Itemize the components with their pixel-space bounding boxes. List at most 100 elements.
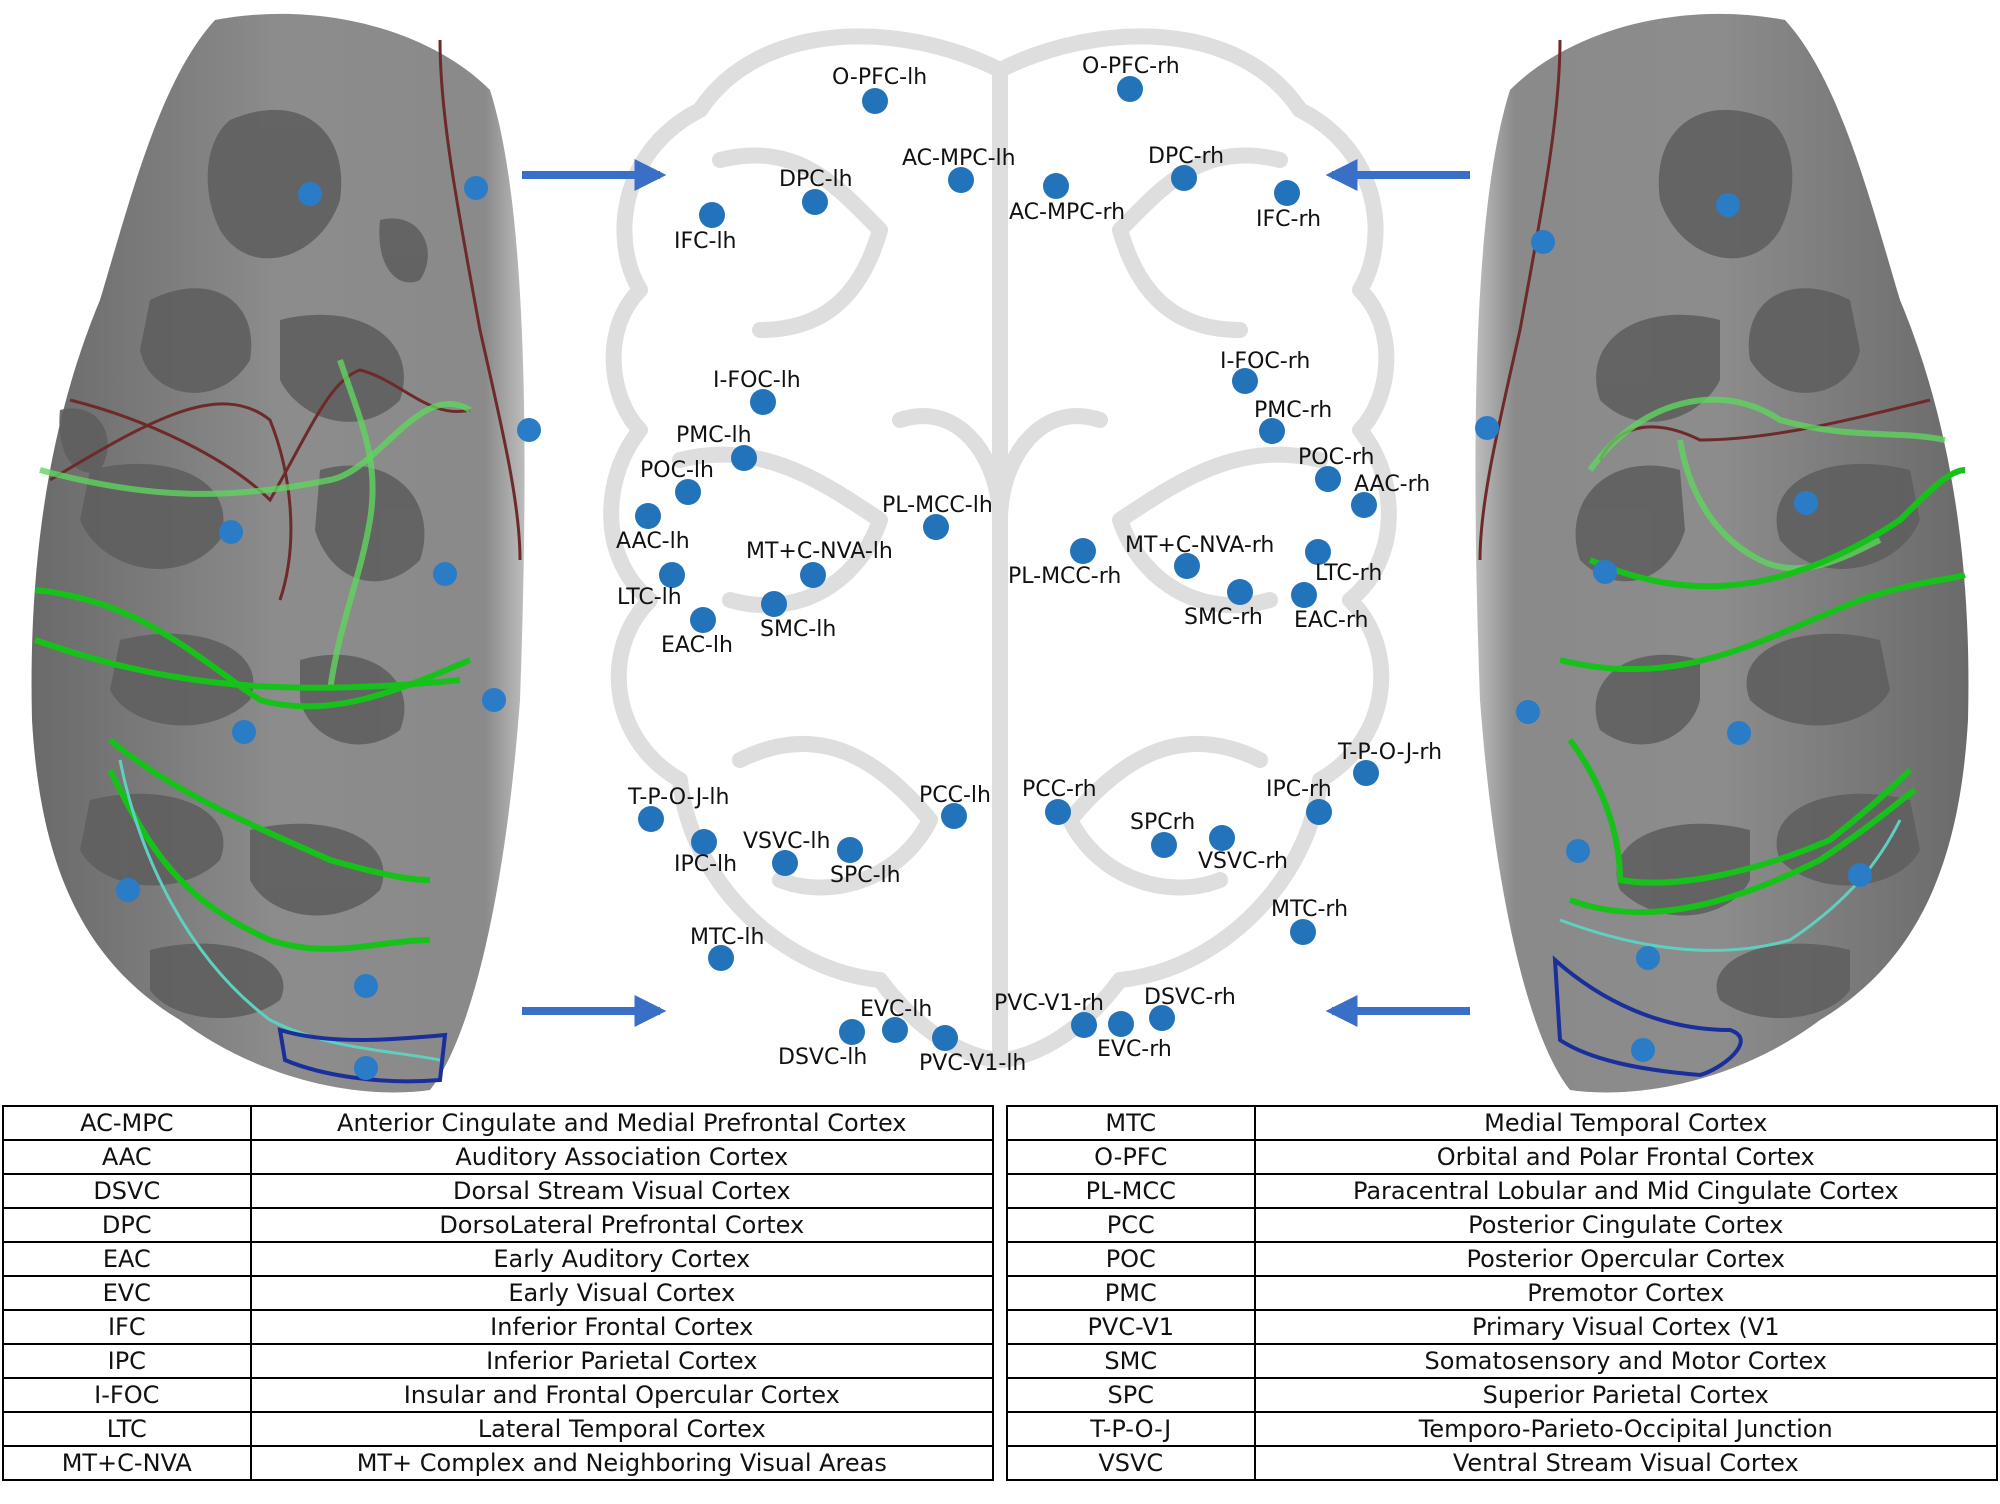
- legend-abbr: DSVC: [2, 1173, 252, 1209]
- node-ac-mpc-rh: [1043, 173, 1069, 199]
- label-dsvc-lh: DSVC-lh: [778, 1045, 867, 1070]
- legend-abbr: MTC: [1006, 1105, 1256, 1141]
- legend-abbr: AC-MPC: [2, 1105, 252, 1141]
- legend-abbr: T-P-O-J: [1006, 1411, 1256, 1447]
- label-mtc-rh: MTC-rh: [1271, 897, 1348, 922]
- legend-name: Temporo-Parieto-Occipital Junction: [1253, 1411, 1998, 1447]
- label-dpc-rh: DPC-rh: [1148, 144, 1224, 169]
- node-pl-mcc-lh: [923, 514, 949, 540]
- node-o-pfc-rh: [1117, 76, 1143, 102]
- label-ifc-lh: IFC-lh: [674, 229, 737, 254]
- legend-name: Posterior Opercular Cortex: [1253, 1241, 1998, 1277]
- label-t-p-o-j-rh: T-P-O-J-rh: [1337, 740, 1442, 765]
- legend-name: Medial Temporal Cortex: [1253, 1105, 1998, 1141]
- node-pvc-v1-lh: [932, 1025, 958, 1051]
- legend-name: Inferior Frontal Cortex: [249, 1309, 995, 1345]
- right-surface-nodes: [1475, 193, 1872, 1062]
- node-mtc-lh: [708, 945, 734, 971]
- label-pmc-rh: PMC-rh: [1254, 398, 1332, 423]
- legend-name: Somatosensory and Motor Cortex: [1253, 1343, 1998, 1379]
- label-spc-lh: SPC-lh: [830, 863, 901, 888]
- node-eac-rh: [1291, 582, 1317, 608]
- label-ifc-rh: IFC-rh: [1256, 207, 1321, 232]
- legend-abbr: I-FOC: [2, 1377, 252, 1413]
- node-ltc-rh: [1305, 539, 1331, 565]
- label-eac-rh: EAC-rh: [1294, 608, 1368, 633]
- node-ifc-lh: [699, 202, 725, 228]
- node-poc-rh: [1315, 466, 1341, 492]
- node-dpc-rh: [1171, 165, 1197, 191]
- node-t-p-o-j-rh: [1353, 760, 1379, 786]
- node-mt-c-nva-lh: [800, 562, 826, 588]
- legend-name: Anterior Cingulate and Medial Prefrontal…: [249, 1105, 995, 1141]
- node-o-pfc-lh: [862, 88, 888, 114]
- left-surface-nodes: [116, 176, 541, 1080]
- label-dsvc-rh: DSVC-rh: [1144, 985, 1236, 1010]
- node-poc-lh: [675, 479, 701, 505]
- node-dsvc-lh: [839, 1019, 865, 1045]
- node-i-foc-lh: [750, 389, 776, 415]
- legend-name: MT+ Complex and Neighboring Visual Areas: [249, 1445, 995, 1481]
- roi-nodes: [635, 76, 1379, 1051]
- node-dsvc-rh: [1149, 1005, 1175, 1031]
- node-spc-lh: [837, 837, 863, 863]
- node-eac-lh: [690, 607, 716, 633]
- legend-name: Dorsal Stream Visual Cortex: [249, 1173, 995, 1209]
- label-pcc-rh: PCC-rh: [1022, 777, 1097, 802]
- label-pcc-lh: PCC-lh: [919, 783, 991, 808]
- label-smc-lh: SMC-lh: [760, 617, 836, 642]
- legend-name: Orbital and Polar Frontal Cortex: [1253, 1139, 1998, 1175]
- legend-name: DorsoLateral Prefrontal Cortex: [249, 1207, 995, 1243]
- legend-abbr: POC: [1006, 1241, 1256, 1277]
- legend-abbr: SPC: [1006, 1377, 1256, 1413]
- node-ac-mpc-lh: [948, 167, 974, 193]
- node-mt-c-nva-rh: [1174, 553, 1200, 579]
- label-eac-lh: EAC-lh: [661, 633, 733, 658]
- legend-name: Lateral Temporal Cortex: [249, 1411, 995, 1447]
- node-evc-lh: [882, 1017, 908, 1043]
- legend-name: Auditory Association Cortex: [249, 1139, 995, 1175]
- label-vsvc-rh: VSVC-rh: [1198, 849, 1288, 874]
- node-aac-rh: [1351, 492, 1377, 518]
- legend-name: Premotor Cortex: [1253, 1275, 1998, 1311]
- node-t-p-o-j-lh: [638, 806, 664, 832]
- legend-abbr: PL-MCC: [1006, 1173, 1256, 1209]
- label-ltc-rh: LTC-rh: [1315, 561, 1382, 586]
- legend-name: Paracentral Lobular and Mid Cingulate Co…: [1253, 1173, 1998, 1209]
- legend-name: Posterior Cingulate Cortex: [1253, 1207, 1998, 1243]
- legend-name: Insular and Frontal Opercular Cortex: [249, 1377, 995, 1413]
- label-pvc-v1-lh: PVC-V1-lh: [919, 1051, 1026, 1076]
- right-hemisphere-surface: [1475, 13, 1969, 1093]
- label-poc-lh: POC-lh: [640, 458, 714, 483]
- node-evc-rh: [1108, 1011, 1134, 1037]
- legend-abbr: SMC: [1006, 1343, 1256, 1379]
- node-ltc-lh: [659, 562, 685, 588]
- node-smc-lh: [761, 591, 787, 617]
- node-i-foc-rh: [1232, 368, 1258, 394]
- label-o-pfc-lh: O-PFC-lh: [832, 65, 927, 90]
- label-pmc-lh: PMC-lh: [676, 423, 752, 448]
- legend-abbr: O-PFC: [1006, 1139, 1256, 1175]
- legend-name: Superior Parietal Cortex: [1253, 1377, 1998, 1413]
- label-o-pfc-rh: O-PFC-rh: [1082, 54, 1180, 79]
- legend-abbr: PMC: [1006, 1275, 1256, 1311]
- label-poc-rh: POC-rh: [1298, 445, 1374, 470]
- label-ac-mpc-lh: AC-MPC-lh: [902, 146, 1016, 171]
- node-ifc-rh: [1274, 180, 1300, 206]
- legend-abbr: PVC-V1: [1006, 1309, 1256, 1345]
